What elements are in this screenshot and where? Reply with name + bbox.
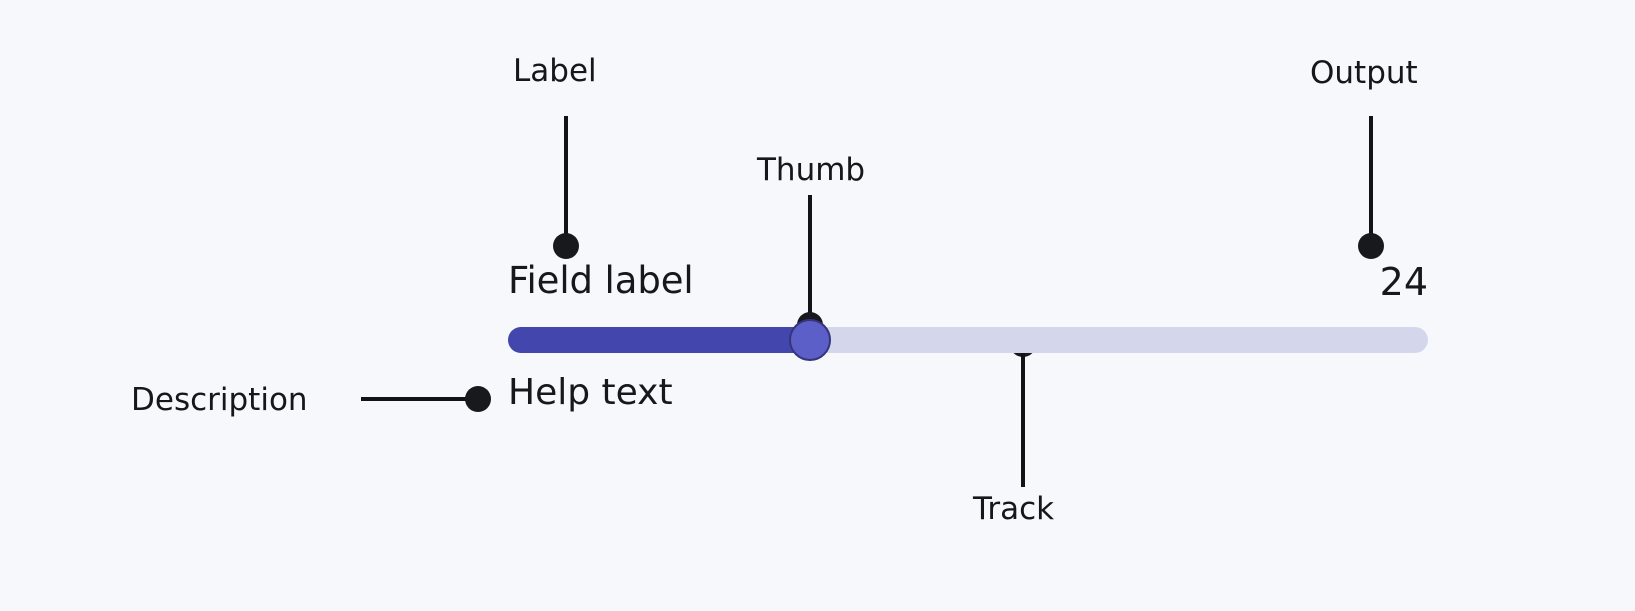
annotation-label-label: Label (513, 53, 597, 89)
annotation-dot-description (465, 386, 491, 412)
annotation-dot-label (553, 233, 579, 259)
annotation-label-description: Description (131, 382, 308, 418)
annotation-leader-line-output (1369, 116, 1373, 248)
slider-field-label: Field label (508, 259, 694, 302)
annotation-leader-line-description (361, 397, 479, 401)
annotation-label-track: Track (973, 491, 1055, 527)
slider-help-text: Help text (508, 372, 673, 413)
annotation-label-output: Output (1310, 55, 1418, 91)
slider-component: Field label 24 Help text (508, 262, 1428, 422)
slider-thumb[interactable] (789, 319, 831, 361)
slider-output-value: 24 (1379, 260, 1428, 304)
annotation-leader-line-label (564, 116, 568, 248)
annotation-dot-output (1358, 233, 1384, 259)
annotation-label-thumb: Thumb (757, 152, 866, 188)
slider-track-fill (508, 327, 810, 353)
annotation-leader-line-thumb (808, 195, 812, 328)
slider-track-wrapper[interactable] (508, 319, 1428, 361)
annotation-leader-line-track (1021, 344, 1025, 487)
